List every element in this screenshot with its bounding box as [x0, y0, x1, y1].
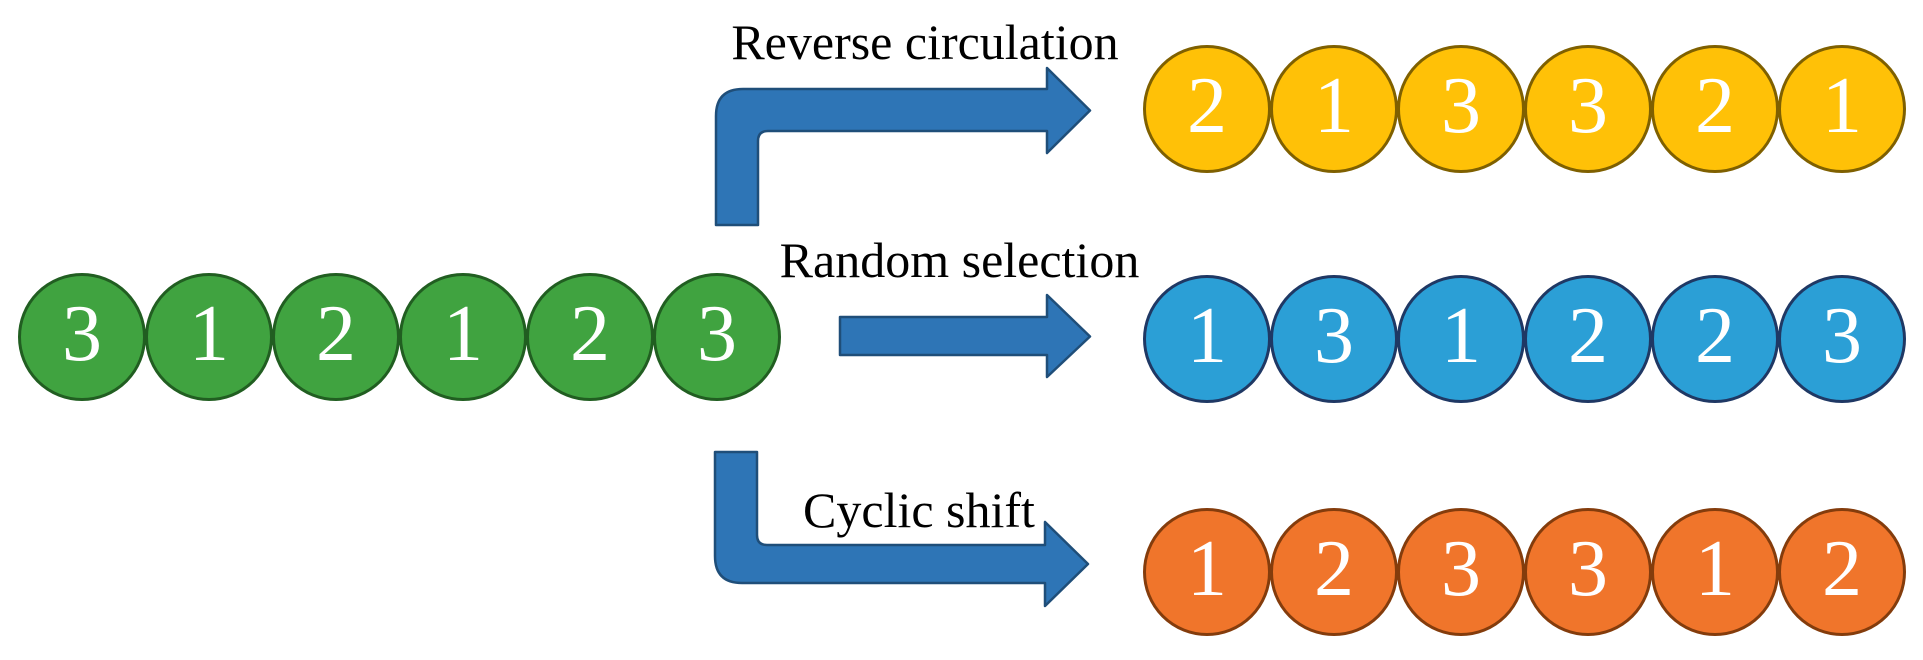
sequence-circle: 2 — [1524, 275, 1652, 403]
circle-digit: 3 — [1568, 62, 1608, 150]
circle-digit: 3 — [697, 290, 737, 378]
circle-digit: 1 — [1822, 62, 1862, 150]
random-selection-arrow — [838, 293, 1092, 379]
circle-digit: 1 — [443, 290, 483, 378]
circle-digit: 3 — [1314, 292, 1354, 380]
sequence-circle: 2 — [1270, 508, 1398, 636]
sequence-circle: 3 — [1524, 45, 1652, 173]
sequence-circle: 3 — [1397, 45, 1525, 173]
sequence-circle: 2 — [1143, 45, 1271, 173]
sequence-circle: 3 — [653, 273, 781, 401]
sequence-circle: 1 — [1651, 508, 1779, 636]
circle-digit: 1 — [1187, 525, 1227, 613]
circle-digit: 1 — [1314, 62, 1354, 150]
sequence-circle: 1 — [399, 273, 527, 401]
sequence-circle: 3 — [1778, 275, 1906, 403]
sequence-circle: 2 — [1778, 508, 1906, 636]
sequence-circle: 1 — [1143, 275, 1271, 403]
circle-digit: 3 — [62, 290, 102, 378]
circle-digit: 1 — [1441, 292, 1481, 380]
circle-digit: 3 — [1441, 62, 1481, 150]
sequence-circle: 1 — [145, 273, 273, 401]
circle-digit: 2 — [1568, 292, 1608, 380]
sequence-circle: 3 — [18, 273, 146, 401]
circle-digit: 3 — [1441, 525, 1481, 613]
sequence-circle: 2 — [1651, 45, 1779, 173]
sequence-circle: 2 — [526, 273, 654, 401]
sequence-circle: 2 — [1651, 275, 1779, 403]
circle-digit: 3 — [1568, 525, 1608, 613]
cyclic-shift-arrow — [713, 450, 1090, 608]
sequence-circle: 3 — [1524, 508, 1652, 636]
circle-digit: 1 — [1695, 525, 1735, 613]
sequence-circle: 1 — [1143, 508, 1271, 636]
sequence-circle: 1 — [1397, 275, 1525, 403]
circle-digit: 2 — [1187, 62, 1227, 150]
reverse-circulation-label: Reverse circulation — [731, 14, 1119, 70]
circle-digit: 2 — [1314, 525, 1354, 613]
sequence-circle: 3 — [1397, 508, 1525, 636]
circle-digit: 2 — [570, 290, 610, 378]
reverse-circulation-arrow — [714, 66, 1092, 227]
circle-digit: 2 — [316, 290, 356, 378]
cyclic-shift-label: Cyclic shift — [803, 482, 1035, 538]
circle-digit: 2 — [1695, 292, 1735, 380]
sequence-circle: 1 — [1270, 45, 1398, 173]
sequence-circle: 2 — [272, 273, 400, 401]
circle-digit: 2 — [1822, 525, 1862, 613]
sequence-circle: 3 — [1270, 275, 1398, 403]
circle-digit: 1 — [189, 290, 229, 378]
circle-digit: 3 — [1822, 292, 1862, 380]
circle-digit: 2 — [1695, 62, 1735, 150]
sequence-circle: 1 — [1778, 45, 1906, 173]
random-selection-label: Random selection — [779, 232, 1140, 288]
circle-digit: 1 — [1187, 292, 1227, 380]
